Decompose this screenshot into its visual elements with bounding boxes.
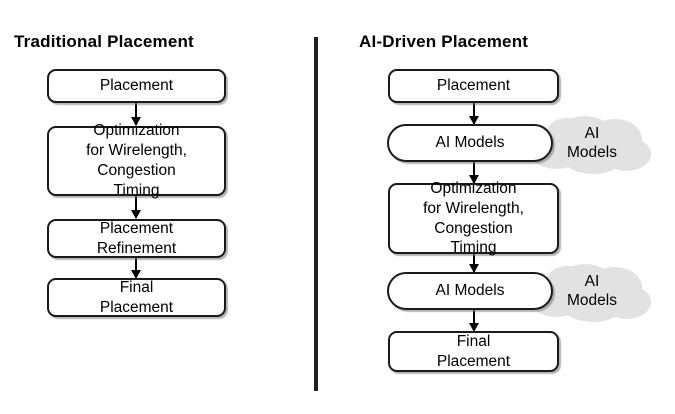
node-label: Final Placement: [436, 332, 511, 370]
arrow-ai-1: [473, 103, 475, 124]
arrow-ai-4: [473, 310, 475, 331]
node-trad-optimization: Optimization for Wirelength, Congestion …: [47, 122, 226, 199]
node-label: Optimization for Wirelength, Congestion …: [86, 122, 187, 199]
column-title-traditional: Traditional Placement: [14, 32, 194, 51]
node-trad-placement: Placement: [47, 69, 226, 103]
node-ai-optimization: Optimization for Wirelength, Congestion …: [388, 180, 559, 256]
arrow-trad-3: [135, 258, 137, 278]
arrow-trad-1: [135, 103, 137, 125]
node-label: AI Models: [435, 134, 505, 152]
node-ai-models-1: AI Models: [387, 124, 553, 162]
node-label: Optimization for Wirelength, Congestion …: [423, 179, 524, 257]
node-ai-placement: Placement: [388, 69, 559, 103]
node-label: Final Placement: [99, 278, 174, 316]
arrow-ai-3: [473, 254, 475, 272]
node-ai-models-2: AI Models: [387, 272, 553, 310]
arrow-trad-2: [135, 196, 137, 218]
node-trad-final: Final Placement: [47, 278, 226, 317]
node-label: Placement: [436, 77, 511, 95]
node-ai-final: Final Placement: [388, 331, 559, 372]
column-title-ai-driven: AI-Driven Placement: [359, 32, 529, 51]
node-trad-refinement: Placement Refinement: [47, 219, 226, 258]
cloud-label-ai-models-2: AI Models: [567, 273, 617, 310]
node-label: AI Models: [435, 282, 505, 300]
node-label: Placement: [99, 77, 174, 95]
node-label: Placement Refinement: [96, 219, 177, 257]
cloud-label-ai-models-1: AI Models: [567, 125, 617, 162]
column-divider: [314, 37, 318, 391]
arrow-ai-2: [473, 162, 475, 183]
